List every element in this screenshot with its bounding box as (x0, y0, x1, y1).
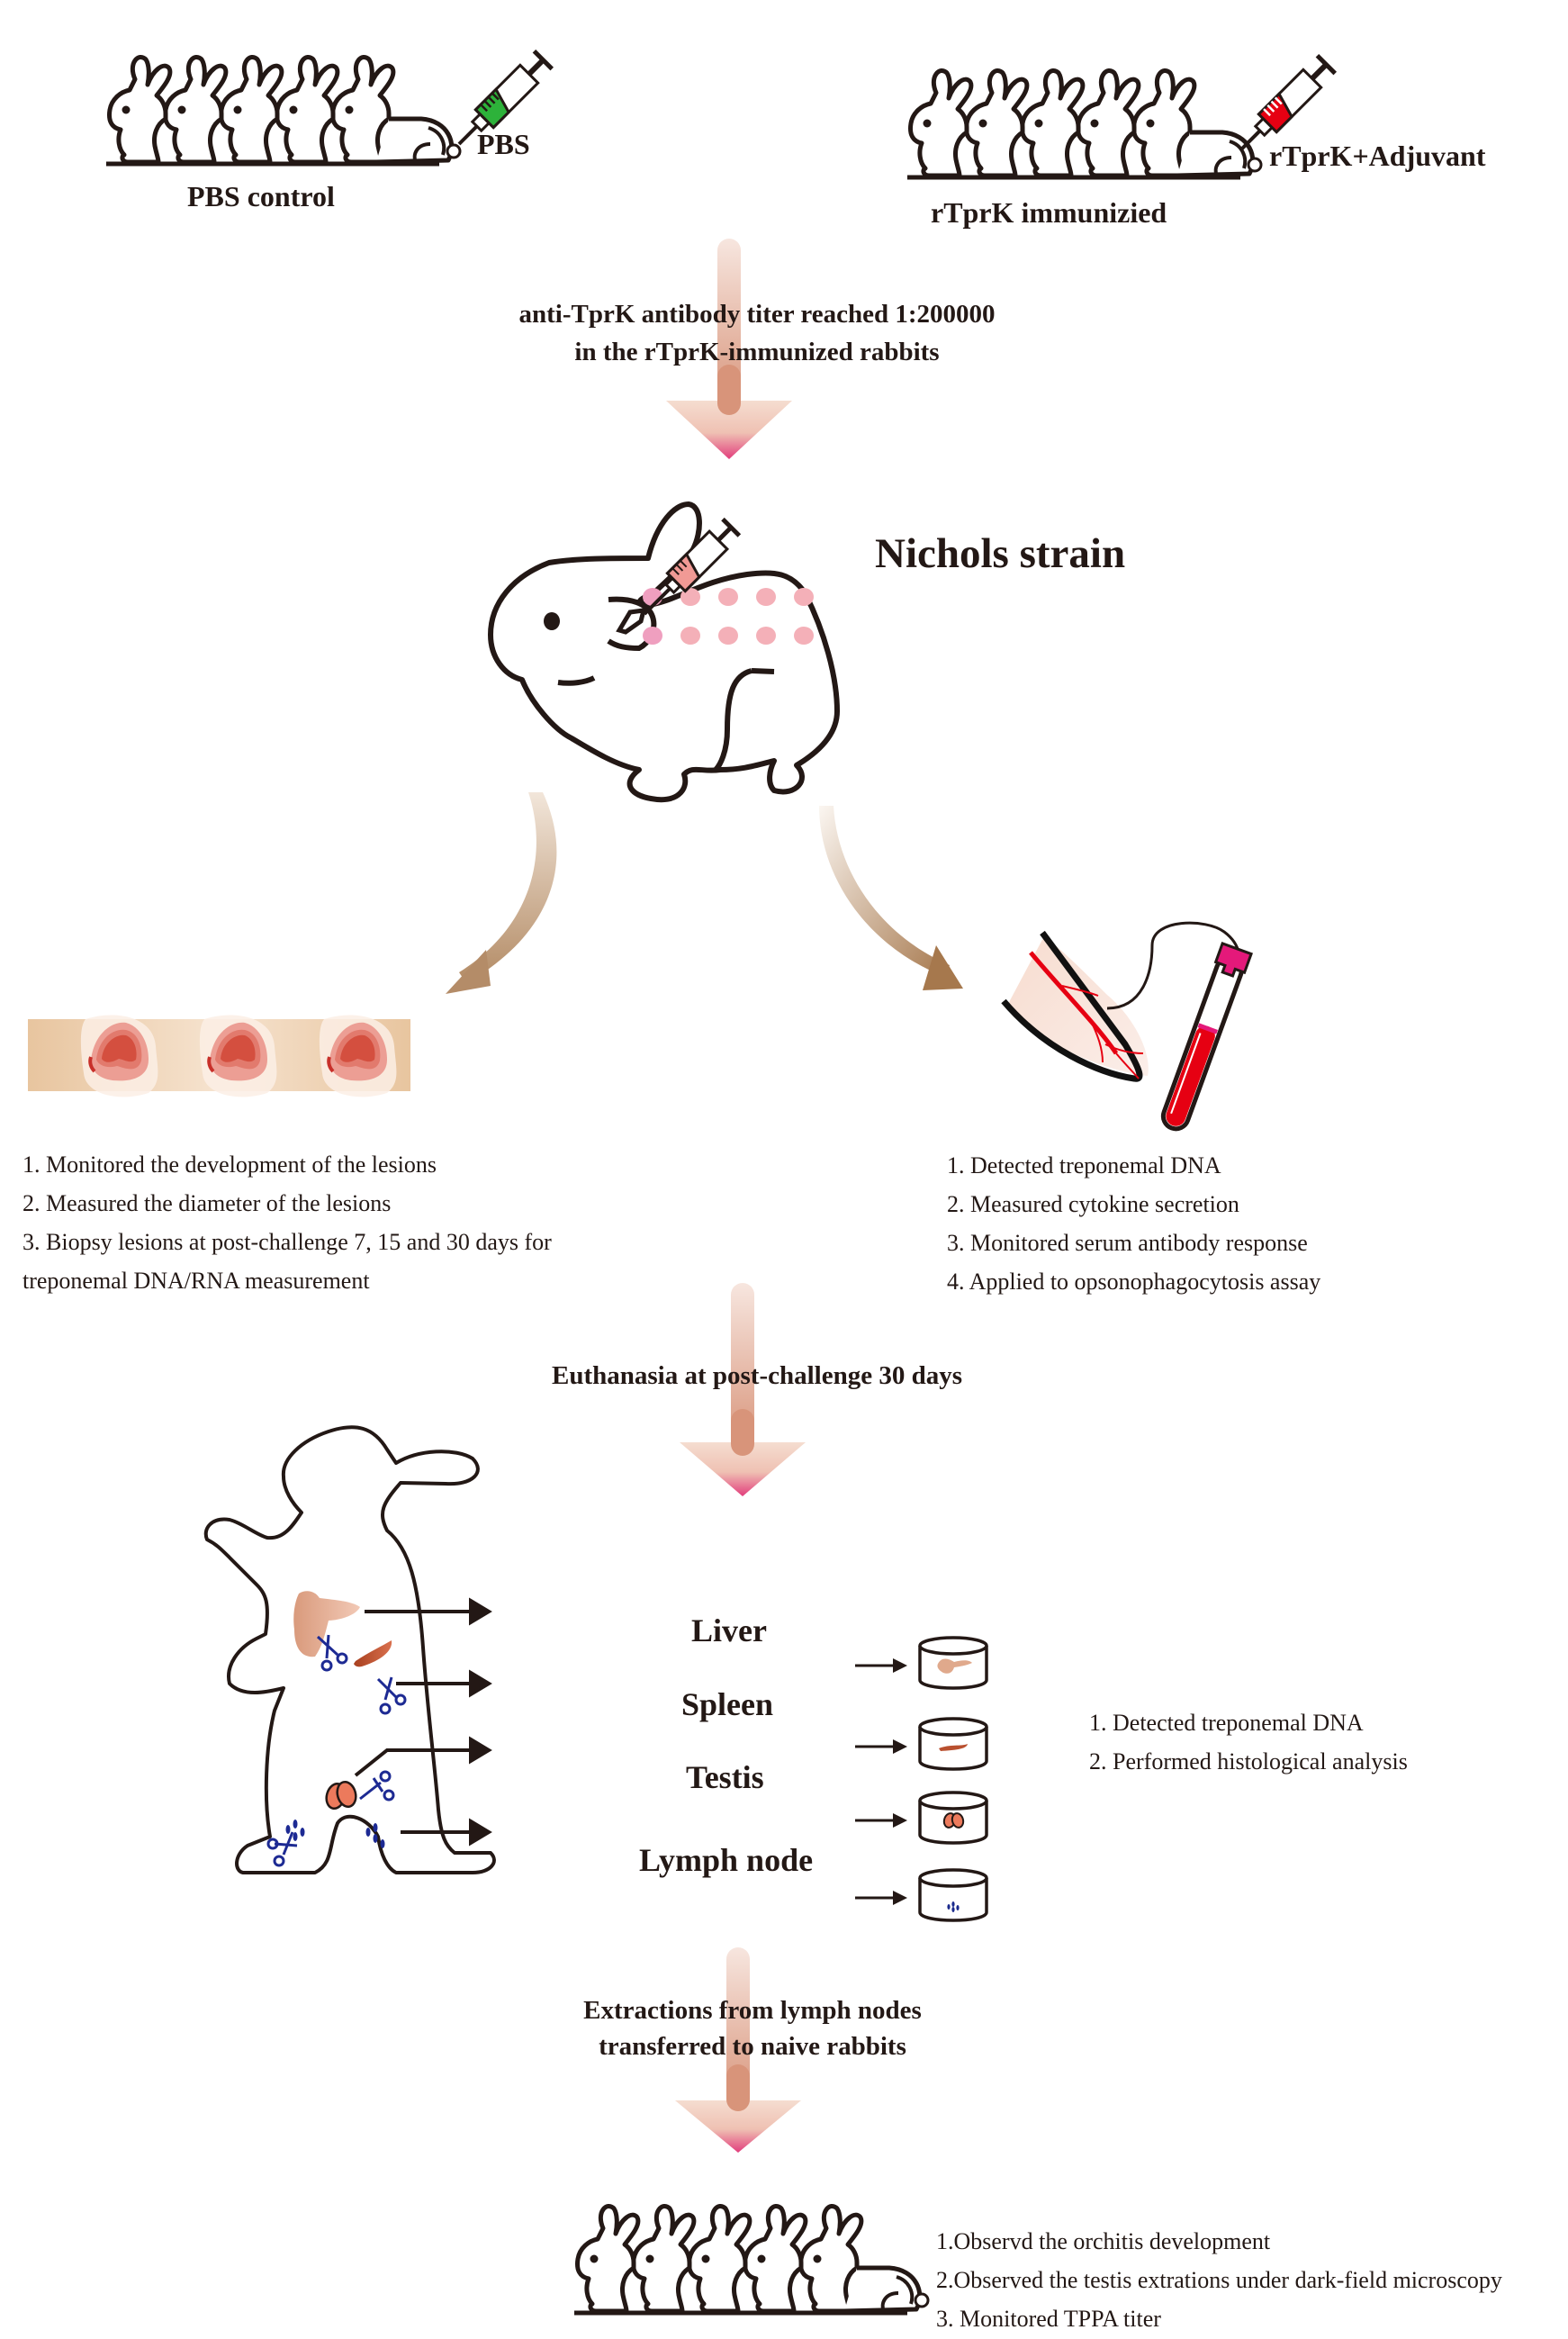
lesion-analysis-list: 1. Monitored the development of the lesi… (23, 1145, 552, 1300)
rabbit-icon (1078, 70, 1139, 176)
lesion-item: 2. Measured the diameter of the lesions (23, 1190, 392, 1216)
lesion-icon (199, 1015, 277, 1097)
down-arrow-3 (675, 1947, 801, 2153)
lesion-item: 3. Biopsy lesions at post-challenge 7, 1… (23, 1229, 552, 1255)
transfer-text: Extractions from lymph nodes transferred… (450, 1992, 1055, 2064)
curved-arrow-right (819, 806, 963, 990)
petri-dish-liver (855, 1636, 988, 1690)
rabbit-icon (911, 70, 971, 176)
rabbit-icon (221, 57, 282, 162)
blood-item: 4. Applied to opsonophagocytosis assay (947, 1269, 1321, 1295)
rabbit-icon (578, 2206, 638, 2311)
petri-dish-lymph-node (855, 1868, 988, 1922)
organ-label-liver: Liver (691, 1612, 767, 1648)
rabbit-icon (967, 70, 1027, 176)
euthanasia-label: Euthanasia at post-challenge 30 days (552, 1361, 963, 1390)
rtprk-immunized-group (891, 45, 1341, 225)
rabbit-body-icon (907, 130, 1263, 180)
down-arrow-2 (680, 1283, 806, 1496)
blood-sample-icon (1001, 921, 1254, 1132)
rabbit-group-icon (106, 54, 462, 167)
skin-lesions-strip (28, 1015, 410, 1097)
rabbit-icon (745, 2206, 806, 2311)
petri-dish-testis (855, 1791, 988, 1845)
injection-site (643, 627, 662, 645)
lesion-item: treponemal DNA/RNA measurement (23, 1268, 370, 1294)
naive-analysis-item: 3. Monitored TPPA titer (936, 2306, 1161, 2332)
pbs-control-group (99, 45, 554, 225)
blood-item: 3. Monitored serum antibody response (947, 1230, 1308, 1256)
down-arrow-1 (666, 239, 792, 459)
pbs-control-label: PBS control (187, 180, 335, 212)
petri-dishes (855, 1636, 988, 1922)
lesion-icon (80, 1015, 158, 1097)
naive-analysis-list: 1.Observd the orchitis development 2.Obs… (936, 2222, 1502, 2338)
rabbit-icon (277, 57, 338, 162)
organ-analysis-item: 2. Performed histological analysis (1089, 1748, 1408, 1775)
naive-analysis-item: 2.Observed the testis extrations under d… (936, 2267, 1502, 2293)
curved-arrow-left (446, 792, 557, 994)
injection-site (756, 588, 776, 606)
rabbit-body-icon (106, 116, 462, 167)
injection-site (718, 588, 738, 606)
petri-dish-spleen (855, 1717, 988, 1771)
dissected-rabbit-icon (203, 1425, 496, 1874)
rabbit-icon (634, 2206, 694, 2311)
blood-analysis-list: 1. Detected treponemal DNA 2. Measured c… (947, 1146, 1320, 1301)
nichols-strain-title: Nichols strain (875, 530, 1126, 577)
lesion-item: 1. Monitored the development of the lesi… (23, 1151, 437, 1178)
rabbit-icon (166, 57, 226, 162)
rtprk-adjuvant-label: rTprK+Adjuvant (1269, 140, 1486, 172)
organ-analysis-item: 1. Detected treponemal DNA (1089, 1710, 1364, 1736)
organ-analysis-list: 1. Detected treponemal DNA 2. Performed … (1089, 1703, 1408, 1781)
rabbit-icon (110, 57, 170, 162)
syringe-icon (457, 49, 554, 146)
pbs-injection-label: PBS (477, 128, 530, 160)
organ-label-spleen: Spleen (681, 1686, 774, 1722)
organ-label-testis: Testis (686, 1759, 764, 1795)
injection-site (794, 627, 814, 645)
blood-item: 1. Detected treponemal DNA (947, 1152, 1221, 1179)
lesion-icon (319, 1015, 397, 1097)
titer-line-2: in the rTprK-immunized rabbits (574, 338, 940, 366)
naive-analysis-item: 1.Observd the orchitis development (936, 2228, 1271, 2254)
rabbit-icon (1023, 70, 1083, 176)
injection-site (756, 627, 776, 645)
injection-site (794, 588, 814, 606)
titer-line-1: anti-TprK antibody titer reached 1:20000… (518, 300, 996, 329)
naive-rabbit-group-icon (574, 2203, 930, 2316)
transfer-line-1: Extractions from lymph nodes (583, 1996, 922, 2025)
blood-item: 2. Measured cytokine secretion (947, 1191, 1239, 1217)
injection-site (718, 627, 738, 645)
rabbit-group-icon (907, 68, 1263, 180)
transfer-line-2: transferred to naive rabbits (599, 2032, 906, 2061)
organ-label-lymph-node: Lymph node (639, 1842, 814, 1878)
scissors-icon (266, 1634, 407, 1867)
syringe-icon (1240, 53, 1338, 150)
rabbit-body-icon (574, 2265, 930, 2316)
rabbit-icon (689, 2206, 750, 2311)
titer-text: anti-TprK antibody titer reached 1:20000… (0, 295, 1514, 371)
challenged-rabbit-icon (488, 501, 840, 803)
injection-site (680, 627, 700, 645)
rtprk-immunized-label: rTprK immunizied (931, 196, 1167, 229)
